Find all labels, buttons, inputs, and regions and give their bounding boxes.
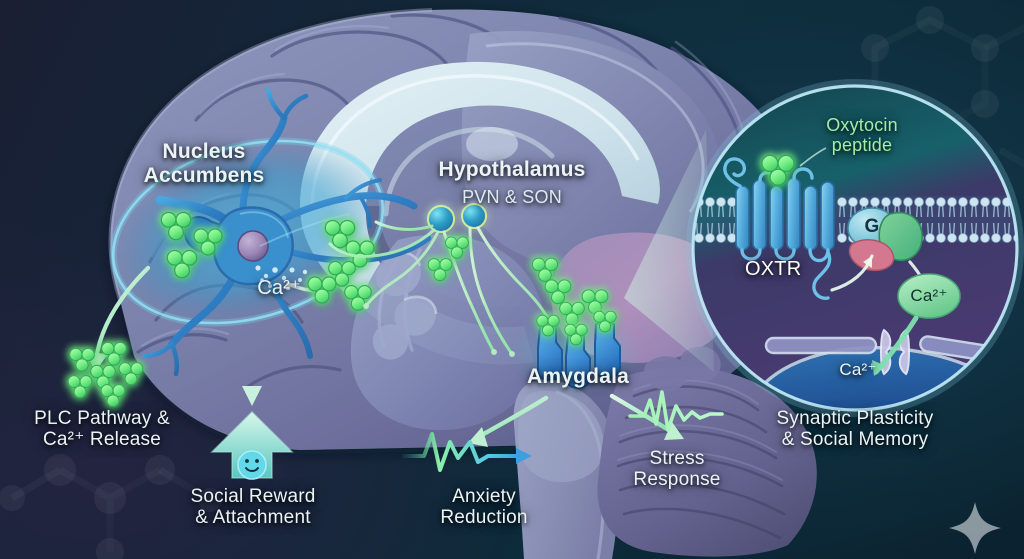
- label-anxiety-reduction: Anxiety Reduction: [440, 486, 528, 529]
- label-hypothalamus-sub: PVN & SON: [462, 187, 562, 207]
- label-nucleus-accumbens: Nucleus Accumbens: [143, 140, 265, 187]
- label-plc-pathway: PLC Pathway & Ca²⁺ Release: [34, 408, 170, 451]
- label-synaptic-plasticity: Synaptic Plasticity & Social Memory: [776, 408, 934, 451]
- spiky-waveform-icon: [628, 390, 724, 432]
- label-stress-response: Stress Response: [633, 448, 721, 491]
- label-oxtr: OXTR: [745, 258, 802, 280]
- calming-waveform-icon: [402, 432, 532, 472]
- label-oxytocin-peptide: Oxytocin peptide: [826, 115, 898, 156]
- label-g-protein: G: [864, 216, 880, 237]
- label-calcium-cytosol: Ca²⁺: [839, 360, 877, 379]
- label-amygdala: Amygdala: [527, 365, 629, 388]
- label-hypothalamus: Hypothalamus: [438, 158, 586, 181]
- label-calcium-vesicle: Ca²⁺: [910, 286, 948, 305]
- label-social-reward: Social Reward & Attachment: [190, 486, 316, 529]
- up-arrow-smiley-icon: [210, 410, 294, 480]
- label-calcium-release: Ca²⁺: [257, 277, 301, 299]
